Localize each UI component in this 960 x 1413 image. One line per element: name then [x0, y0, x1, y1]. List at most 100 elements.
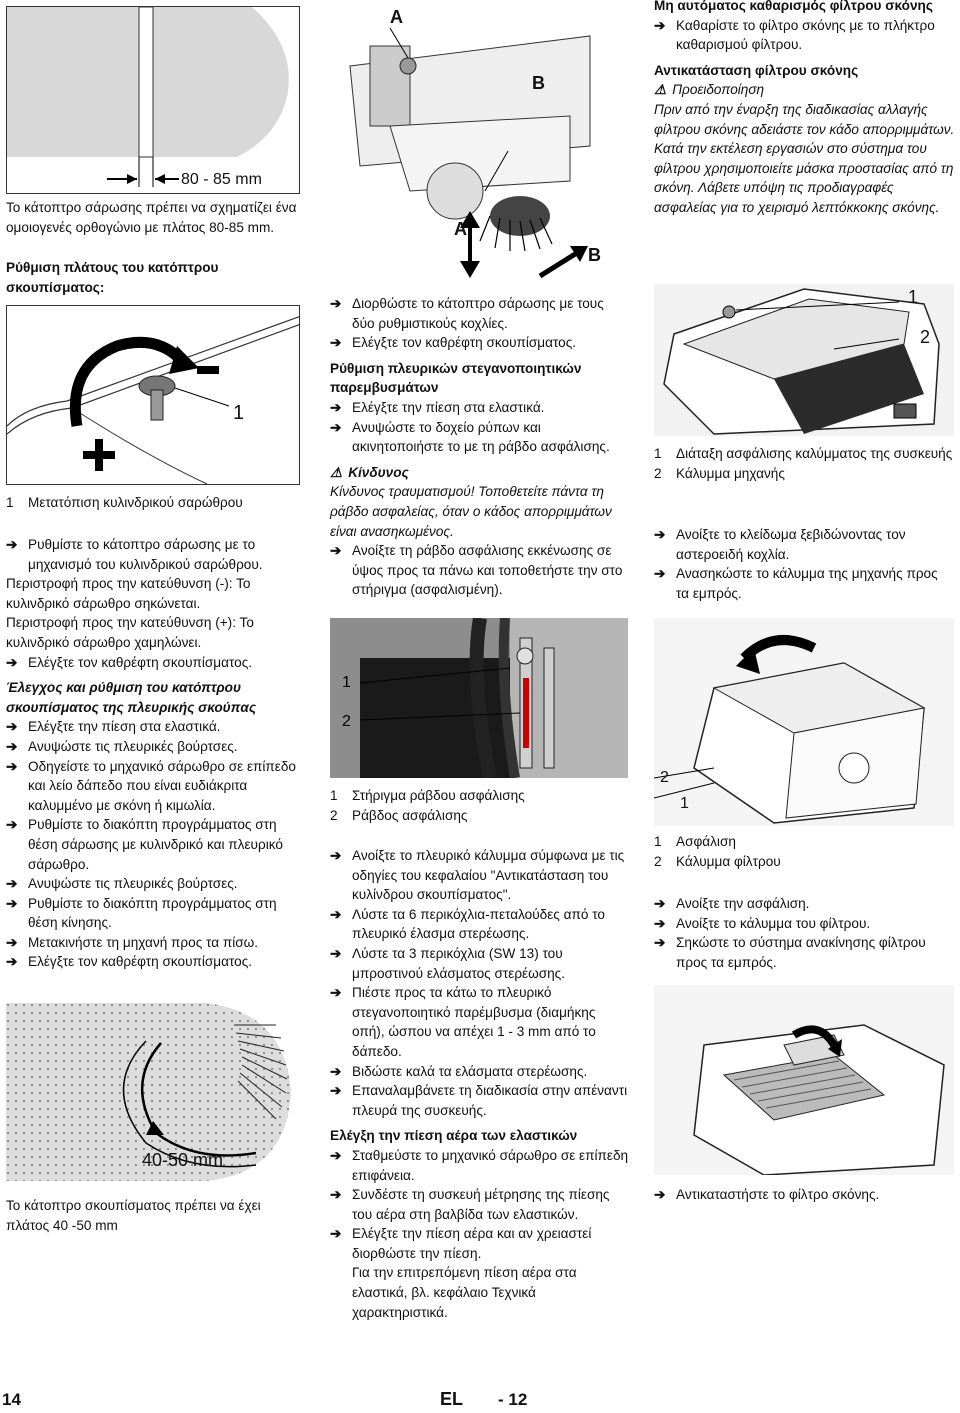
arrow-right-icon: ➔: [330, 1083, 342, 1099]
warning-triangle-icon: ⚠: [330, 464, 343, 480]
step-item: ➔Ανοίξτε την ασφάλιση.: [654, 894, 954, 914]
paragraph: Για την επιτρεπόμενη πίεση αέρα στα ελασ…: [352, 1265, 577, 1320]
arrow-right-icon: ➔: [654, 1187, 666, 1202]
arrow-right-icon: ➔: [6, 954, 18, 970]
side-brush-adjust-illustration: [349, 27, 591, 279]
step-item: ➔Διορθώστε το κάτοπτρο σάρωσης με τους δ…: [330, 296, 604, 331]
paragraph: Το κάτοπτρο σάρωσης πρέπει να σχηματίζει…: [6, 200, 297, 235]
step-item: ➔Πιέστε προς τα κάτω το πλευρικό στεγανο…: [330, 985, 596, 1059]
callout-1: 1: [908, 287, 919, 307]
callout-1: 1: [342, 674, 351, 691]
machine-cover-figure: 1 2: [654, 284, 954, 436]
step-item: ➔Αντικαταστήστε το φίλτρο σκόνης.: [654, 1185, 954, 1205]
arrow-right-icon: ➔: [330, 1063, 342, 1079]
filter-shaker-illustration: [693, 1024, 945, 1175]
sweep-pattern-figure: 80 - 85 mm: [6, 6, 300, 194]
filter-cover-illustration: [654, 635, 926, 824]
step-item: ➔Ρυθμίστε το διακόπτη προγράμματος στη θ…: [6, 817, 283, 872]
filter-shaker-figure: [654, 985, 954, 1175]
side-brush-pattern-illustration: [6, 1003, 291, 1181]
heading: Ελέγξη την πίεση αέρα των ελαστικών: [330, 1128, 578, 1144]
step-item: ➔Ελέγξτε τον καθρέφτη σκουπίσματος.: [6, 653, 302, 673]
arrow-right-icon: ➔: [654, 935, 666, 951]
warning-triangle-icon: ⚠: [654, 82, 667, 98]
step-item: ➔Ελέγξτε τον καθρέφτη σκουπίσματος.: [6, 952, 302, 972]
dimension-label: 80 - 85 mm: [181, 171, 262, 188]
filter-cover-figure: 2 1: [654, 618, 954, 826]
arrow-right-icon: ➔: [6, 934, 18, 950]
arrow-right-icon: ➔: [330, 1226, 342, 1242]
arrow-right-icon: ➔: [330, 1147, 342, 1163]
danger-heading: ⚠Κίνδυνος: [330, 463, 630, 483]
step-item: ➔Λύστε τα 3 περικόχλια (SW 13) του μπροσ…: [330, 945, 566, 981]
side-brush-adjust-figure: A B A B: [330, 6, 630, 286]
step-item: ➔Ανυψώστε το δοχείο ρύπων και ακινητοποι…: [330, 419, 610, 455]
arrow-right-icon: ➔: [330, 945, 342, 961]
step-item: ➔Συνδέστε τη συσκευή μέτρησης της πίεσης…: [330, 1187, 610, 1222]
arrow-right-icon: ➔: [330, 335, 342, 351]
step-item: ➔Ανοίξτε το κλείδωμα ξεβιδώνοντας τον ασ…: [654, 527, 906, 562]
caption-item: 1 Μετατόπιση κυλινδρικού σαρώθρου: [6, 493, 324, 513]
steps-block: ➔Αντικαταστήστε το φίλτρο σκόνης.: [654, 1185, 954, 1205]
step-item: ➔Ρυθμίστε το κάτοπτρο σάρωσης με το μηχα…: [6, 537, 263, 572]
roller-adjust-illustration: [7, 316, 299, 484]
callout-2: 2: [342, 713, 351, 730]
step-item: ➔Ανυψώστε τις πλευρικές βούρτσες.: [6, 874, 302, 894]
arrow-right-icon: ➔: [330, 296, 342, 311]
step-item: ➔Μετακινήστε τη μηχανή προς τα πίσω.: [6, 933, 302, 953]
danger-text: Κίνδυνος τραυματισμού! Τοποθετείτε πάντα…: [330, 484, 612, 539]
step-item: ➔Επαναλαμβάνετε τη διαδικασία στην απένα…: [330, 1083, 628, 1118]
caption-number: 1: [6, 495, 14, 510]
warning-heading: ⚠Προειδοποίηση: [654, 80, 956, 100]
caption-text: Μετατόπιση κυλινδρικού σαρώθρου: [28, 495, 243, 510]
callout-1: 1: [233, 402, 245, 424]
arrow-right-icon: ➔: [330, 906, 342, 922]
step-item: ➔Καθαρίστε το φίλτρο σκόνης με το πλήκτρ…: [654, 17, 935, 53]
callout-2: 2: [660, 769, 669, 786]
step-item: ➔Ρυθμίστε το διακόπτη προγράμματος στη θ…: [6, 895, 277, 931]
machine-cover-illustration: [663, 288, 940, 435]
arrow-right-icon: ➔: [6, 738, 18, 754]
dimension-label: 40-50 mm: [142, 1150, 224, 1170]
arrow-right-icon: ➔: [6, 876, 18, 892]
arrow-right-icon: ➔: [6, 895, 18, 911]
callout-a: A: [454, 219, 467, 239]
arrow-right-icon: ➔: [6, 758, 18, 774]
steps-block: ➔Ανοίξτε την ασφάλιση. ➔Ανοίξτε το κάλυμ…: [654, 894, 954, 972]
safety-bar-figure: 1 2: [330, 618, 628, 778]
side-brush-pattern-figure: 40-50 mm: [6, 1003, 300, 1185]
language-code: EL: [440, 1389, 464, 1409]
callout-2: 2: [920, 327, 931, 347]
step-item: ➔Ανοίξτε το πλευρικό κάλυμμα σύμφωνα με …: [330, 848, 625, 903]
step-item: ➔Ανυψώστε τις πλευρικές βούρτσες.: [6, 737, 302, 757]
arrow-right-icon: ➔: [330, 543, 342, 559]
roller-adjust-figure: 1: [6, 305, 300, 485]
callout-1: 1: [680, 795, 689, 812]
arrow-right-icon: ➔: [654, 566, 666, 582]
arrow-right-icon: ➔: [6, 817, 18, 833]
paragraph: Το κάτοπτρο σκουπίσματος πρέπει να έχει …: [6, 1198, 261, 1233]
arrow-right-icon: ➔: [654, 896, 666, 911]
steps-block: ➔Διορθώστε το κάτοπτρο σάρωσης με τους δ…: [330, 294, 630, 600]
heading: Αντικατάσταση φίλτρου σκόνης: [654, 62, 859, 78]
step-item: ➔Ελέγξτε τον καθρέφτη σκουπίσματος.: [330, 333, 630, 353]
arrow-right-icon: ➔: [6, 719, 18, 735]
callout-b: B: [532, 73, 545, 93]
arrow-right-icon: ➔: [330, 1187, 342, 1203]
heading: Μη αυτόματος καθαρισμός φίλτρου σκόνης: [654, 0, 933, 13]
page-number: 14: [2, 1390, 21, 1409]
sub-page-number: - 12: [498, 1390, 528, 1409]
paragraph: Περιστροφή προς την κατεύθυνση (-): Το κ…: [6, 576, 251, 611]
arrow-right-icon: ➔: [330, 419, 342, 435]
arrow-right-icon: ➔: [6, 654, 18, 670]
step-item: ➔Ανασηκώστε το κάλυμμα της μηχανής προς …: [654, 566, 938, 601]
text-block: Μη αυτόματος καθαρισμός φίλτρου σκόνης ➔…: [654, 0, 956, 218]
steps-block: ➔Ρυθμίστε το κάτοπτρο σάρωσης με το μηχα…: [6, 535, 302, 972]
arrow-right-icon: ➔: [330, 848, 342, 863]
